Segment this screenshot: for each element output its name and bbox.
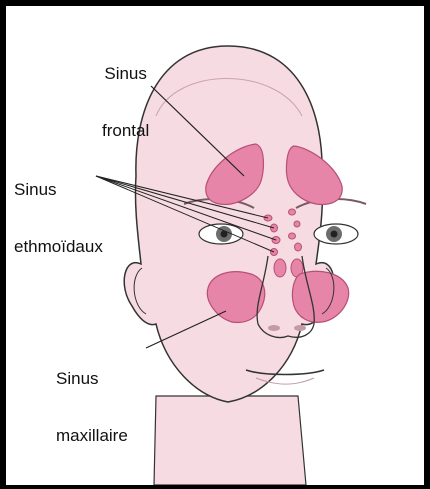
label-frontal-line2: frontal (102, 121, 149, 140)
label-ethmoid-line2: ethmoïdaux (14, 237, 103, 256)
label-maxillary-sinus: Sinus maxillaire (56, 331, 128, 483)
label-frontal-line1: Sinus (102, 64, 149, 83)
head-outline (124, 46, 334, 402)
right-pupil (331, 231, 338, 238)
neck (154, 396, 306, 485)
right-nostril (294, 325, 306, 331)
label-frontal-sinus: Sinus frontal (102, 26, 149, 178)
left-nostril (268, 325, 280, 331)
label-maxillary-line1: Sinus (56, 369, 128, 388)
label-ethmoid-sinus: Sinus ethmoïdaux (14, 142, 103, 294)
label-ethmoid-line1: Sinus (14, 180, 103, 199)
maxillary-sinus-right (292, 271, 348, 322)
diagram-panel: Sinus frontal Sinus ethmoïdaux Sinus max… (6, 6, 424, 485)
label-maxillary-line2: maxillaire (56, 426, 128, 445)
